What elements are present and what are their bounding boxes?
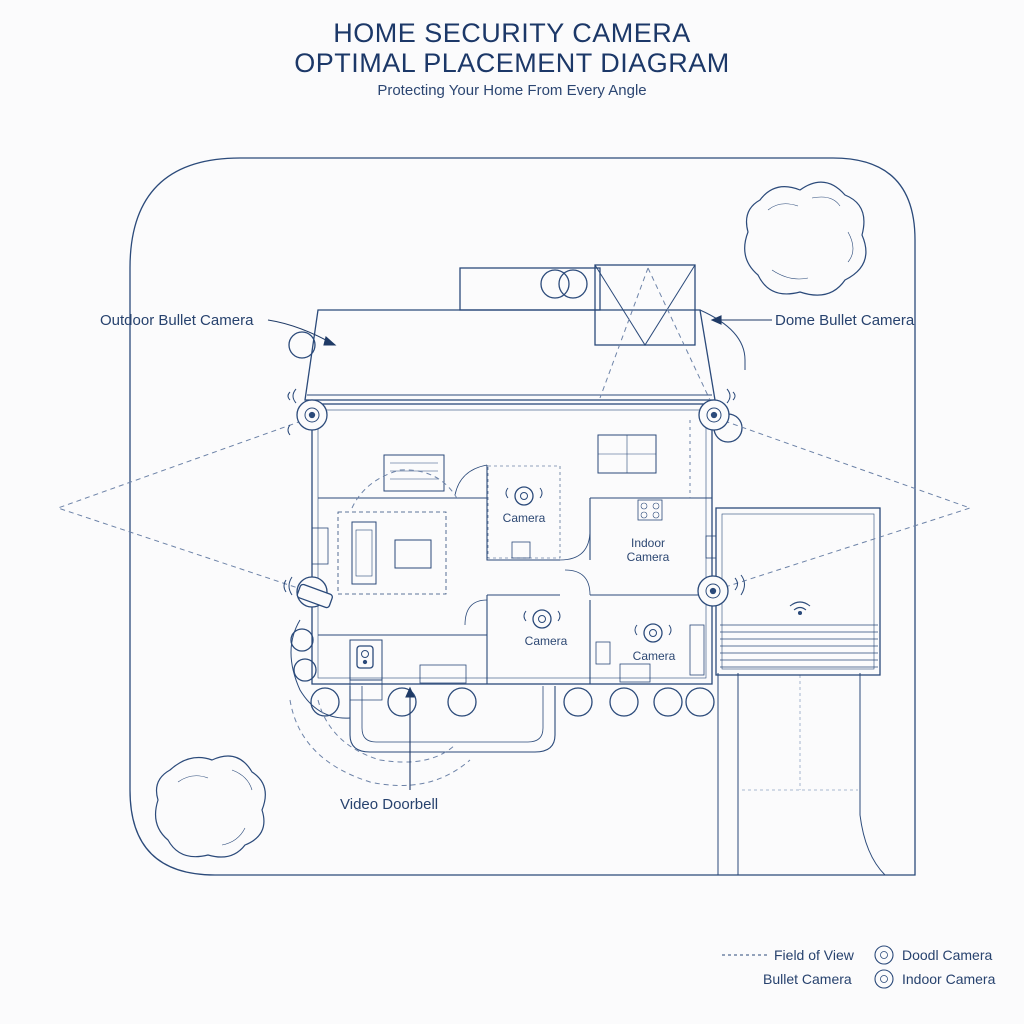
living-room-rug: [337, 511, 447, 595]
indoor-camera-bottom-right-icon: [634, 623, 672, 643]
video-doorbell-icon: [356, 645, 374, 669]
outdoor-bullet-camera-icon: [287, 388, 328, 436]
legend-indoor-camera-icon: [874, 969, 894, 989]
garage-wifi-icon: [789, 601, 811, 616]
legend-dome-camera-icon: [874, 945, 894, 965]
coffee-table: [394, 539, 432, 569]
upper-roof-left: [459, 267, 601, 311]
tree-top-right: [744, 181, 867, 296]
roof: [304, 309, 716, 401]
dome-bullet-camera-label: Dome Bullet Camera: [775, 312, 915, 329]
outdoor-bullet-camera-label: Outdoor Bullet Camera: [100, 312, 254, 329]
video-doorbell-label: Video Doorbell: [340, 796, 439, 813]
legend-dome-camera: Doodl Camera: [902, 947, 993, 963]
diagram-title-line1: HOME SECURITY CAMERA: [333, 18, 691, 48]
indoor-camera-center-label: Camera: [524, 634, 568, 648]
tv-console: [383, 454, 445, 492]
diagram-subtitle: Protecting Your Home From Every Angle: [377, 82, 647, 99]
legend-field-of-view: Field of View: [774, 947, 854, 963]
legend-indoor-camera: Indoor Camera: [902, 971, 996, 987]
legend-bullet-camera: Bullet Camera: [763, 971, 852, 987]
sofa: [351, 521, 377, 585]
indoor-camera-top-label: Camera: [502, 511, 546, 525]
legend-graphics: [722, 945, 894, 989]
indoor-camera-top-icon: [505, 486, 543, 506]
dome-bullet-camera-icon: [698, 388, 736, 431]
indoor-camera-center-icon: [523, 609, 561, 629]
garage: [715, 507, 881, 676]
garage-dome-camera-icon: [697, 574, 745, 607]
tree-bottom-left: [155, 755, 266, 858]
diagram-title-line2: OPTIMAL PLACEMENT DIAGRAM: [294, 48, 730, 78]
field-of-view-lines: [56, 267, 972, 787]
indoor-camera-label-line2: Camera: [626, 550, 670, 564]
front-porch: [349, 686, 556, 753]
side-bullet-camera-icon: [283, 576, 333, 609]
indoor-camera-bottom-right-label: Camera: [632, 649, 676, 663]
property-boundary: [129, 157, 916, 876]
indoor-camera-label-line1: Indoor: [630, 536, 666, 550]
driveway: [717, 673, 886, 876]
